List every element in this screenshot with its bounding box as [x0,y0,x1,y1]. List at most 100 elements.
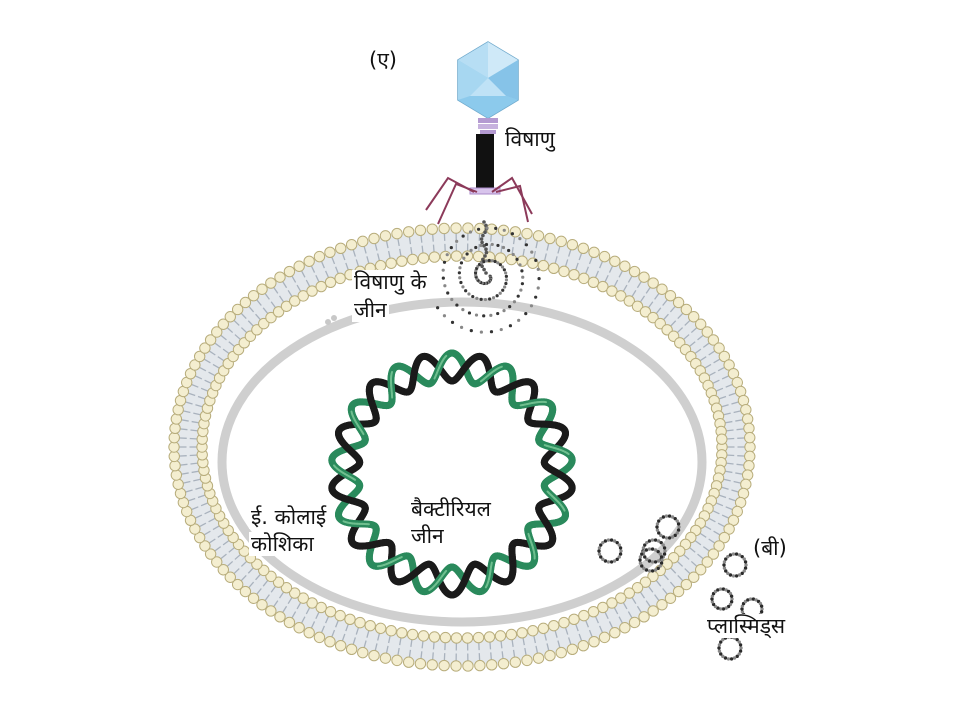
plasmid-bead [638,558,641,561]
lipid-head [415,659,425,669]
lipid-head [169,451,179,461]
lipid-head [620,261,630,271]
lipid-head [462,633,472,643]
plasmid-bead [660,558,663,561]
viral-dna-bead [537,268,540,271]
viral-dna-bead [493,260,496,263]
viral-dna-bead [502,246,505,249]
lipid-head [369,650,379,660]
lipid-head [451,633,461,643]
lipid-head [346,239,356,249]
plasmid-ring [597,538,622,563]
lipid-head [495,631,505,641]
lipid-head [742,470,752,480]
plasmid-bead [677,525,680,528]
lipid-head [375,623,385,633]
lipid-head [506,254,516,264]
lipid-head [380,653,390,663]
lipid-head [429,632,439,642]
viral-dna-bead [504,271,507,274]
dna-highlight [445,356,446,358]
lipid-head [533,653,543,663]
viral-dna-bead [442,269,445,272]
viral-dna-bead [489,314,492,317]
viral-dna-bead [519,288,522,291]
lipid-head [403,227,413,237]
plasmid-bead [668,514,671,517]
viral-dna-bead [499,292,502,295]
lipid-head [314,632,324,642]
lipid-head [629,266,639,276]
lipid-head [648,278,658,288]
viral-dna-bead [485,259,488,262]
viral-dna-bead [515,258,518,261]
lipid-head [522,655,532,665]
viral-dna-bead [503,268,506,271]
viral-dna-bead [482,314,485,317]
lipid-head [294,261,304,271]
lipid-head [304,256,314,266]
viral-dna-bead [443,284,446,287]
dna-highlight [500,367,502,368]
lipid-head [610,628,620,638]
lipid-head [397,256,407,266]
lipid-head [358,236,368,246]
viral-dna-bead [461,308,464,311]
lipid-head [427,660,437,670]
viral-dna-bead [482,268,486,272]
dna-strand-segment [552,541,553,542]
plasmid-bead [610,560,613,563]
viral-dna-bead [471,295,474,298]
lipid-head [386,626,396,636]
viral-dna-bead [518,237,521,240]
viral-dna-bead [501,265,504,268]
lipid-head [170,423,180,433]
plasmid-bead [739,646,742,649]
dna-strand-segment [396,366,397,367]
viral-dna-bead [479,244,482,247]
viral-dna-bead [443,314,446,317]
lipid-head [440,251,450,261]
virus-collar [478,118,498,134]
plasmid-bead [663,549,666,552]
virus-capsid [458,42,518,118]
lipid-head [549,620,559,630]
viral-dna-bead [464,289,467,292]
lipid-head [569,270,579,280]
viral-dna-bead [508,305,511,308]
lipid-head [429,252,439,262]
lipid-head [717,434,727,444]
plasmid-bead [665,514,668,517]
plasmid-bead [732,552,735,555]
lipid-head [545,650,555,660]
lipid-head [266,278,276,288]
plasmid-bead [733,656,736,659]
viral-dna-bead [459,281,462,284]
plasmid-bead [610,538,613,541]
lipid-head [498,659,508,669]
viral-dna-bead [503,285,506,288]
viral-dna-bead [525,243,528,246]
plasmid-bead [730,594,733,597]
plasmid-bead [598,552,601,555]
lipid-head [639,612,649,622]
viral-dna-bead [513,300,516,303]
bacterial-circular-dna [332,353,572,595]
lipid-head [355,617,365,627]
viral-dna-bead [505,275,508,278]
lipid-head [294,623,304,633]
lipid-head [517,628,527,638]
viral-dna-bead [450,246,453,249]
viral-dna-bead [485,226,488,229]
viral-dna-bead [475,297,478,300]
viral-dna-bead [480,330,483,333]
plasmid-bead [730,657,733,660]
lipid-head [369,233,379,243]
viral-dna-bead [504,282,507,285]
plasmid-bead [651,547,654,550]
viral-dna-bead [496,244,499,247]
lipid-head [549,263,559,273]
lipid-head [598,602,608,612]
lipid-head [418,253,428,263]
lipid-head [578,243,588,253]
